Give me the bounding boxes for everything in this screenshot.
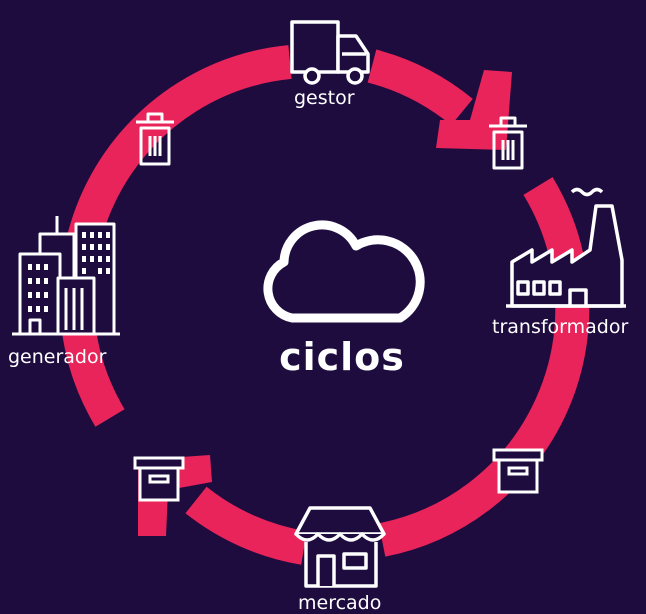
cloud-icon — [263, 220, 425, 323]
node-label-generador: generador — [8, 346, 107, 368]
store-icon — [294, 506, 386, 588]
node-label-gestor: gestor — [294, 87, 355, 109]
truck-icon — [290, 20, 370, 85]
brand-wordmark: ciclos — [279, 335, 405, 379]
cycle-arc-top — [367, 49, 473, 126]
buildings-icon — [12, 216, 120, 336]
box-icon — [133, 456, 185, 502]
node-label-mercado: mercado — [298, 592, 382, 614]
node-label-transformador: transformador — [492, 316, 629, 338]
cycle-arrowhead-top-right — [436, 70, 512, 150]
trash-bin-icon — [489, 116, 527, 170]
cycle-arc-left-top — [59, 45, 292, 427]
cycle-arc-bottom — [185, 486, 308, 565]
factory-icon — [506, 187, 626, 308]
cycle-arc-right — [378, 177, 590, 557]
box-icon — [492, 448, 544, 494]
trash-bin-icon — [136, 112, 174, 166]
